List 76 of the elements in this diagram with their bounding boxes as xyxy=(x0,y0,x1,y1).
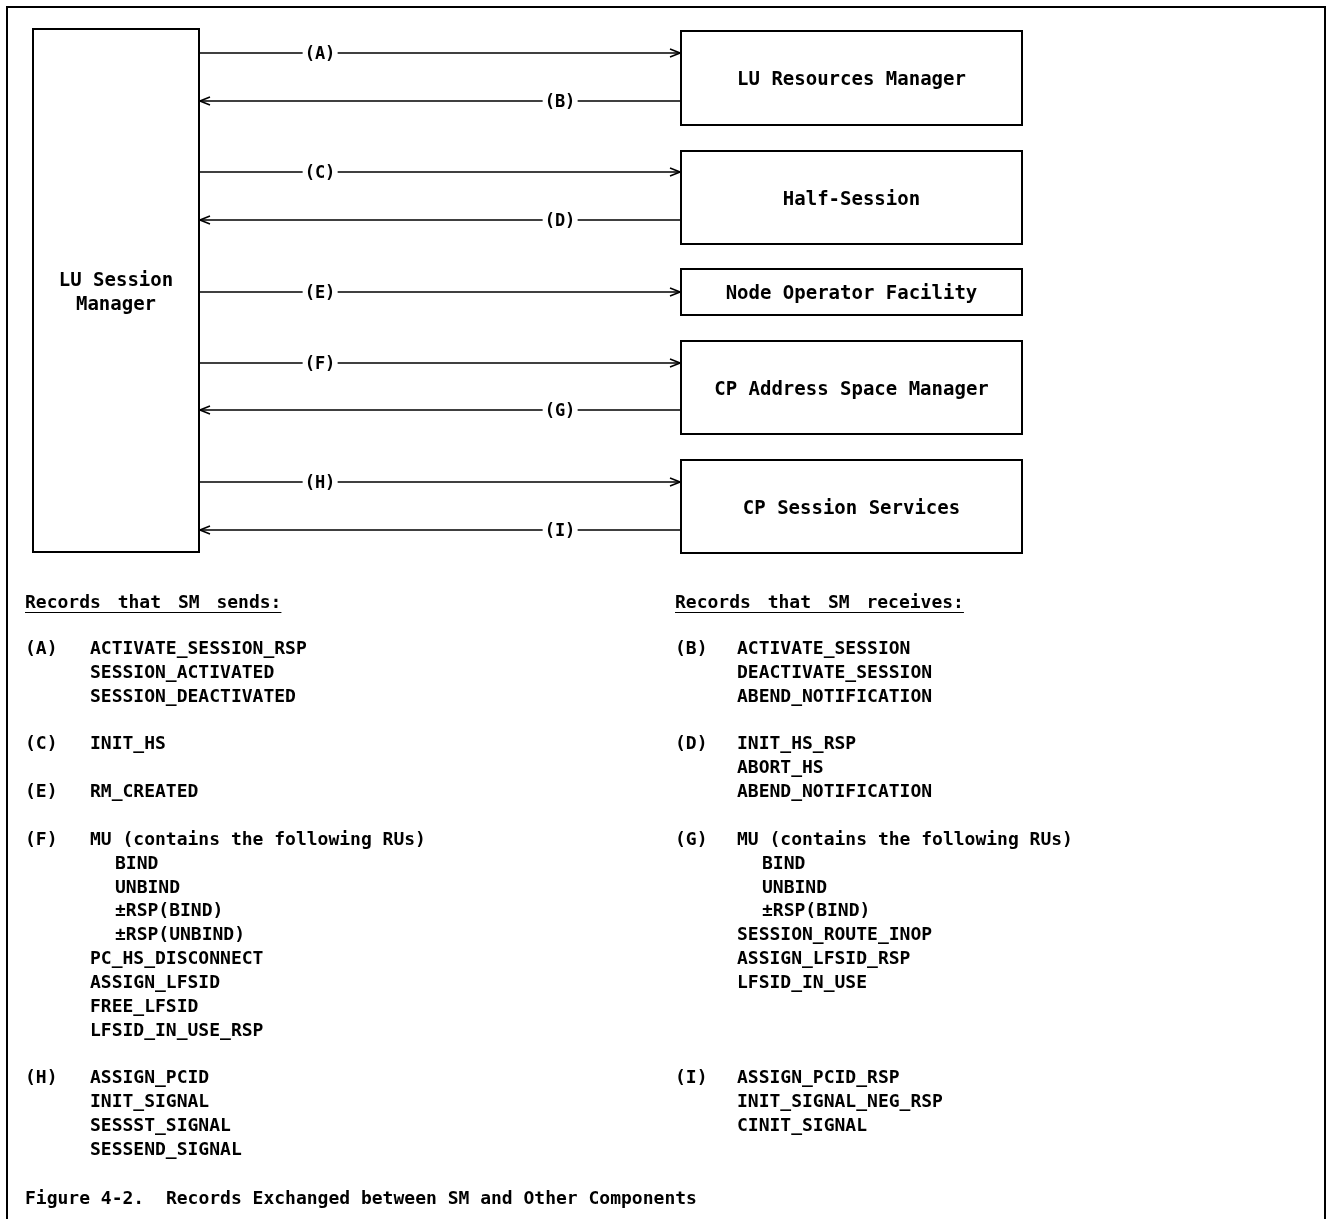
record-name: SESSION_DEACTIVATED xyxy=(90,683,296,708)
arrow xyxy=(199,48,681,58)
record-tag: (I) xyxy=(675,1065,708,1090)
record-name: MU (contains the following RUs) xyxy=(737,826,1073,851)
edge-label: (C) xyxy=(302,163,338,181)
edge-label: (A) xyxy=(302,44,338,62)
component-name: Node Operator Facility xyxy=(725,280,978,304)
record-name: ABEND_NOTIFICATION xyxy=(737,779,933,804)
record-name: ±RSP(BIND) xyxy=(115,898,224,923)
record-name: ABEND_NOTIFICATION xyxy=(737,683,933,708)
arrow xyxy=(199,358,681,368)
arrow xyxy=(199,405,681,415)
edge-label: (B) xyxy=(542,92,578,110)
record-name: INIT_HS_RSP xyxy=(737,731,857,756)
record-name: DEACTIVATE_SESSION xyxy=(737,659,933,684)
arrow xyxy=(199,215,681,225)
record-name: BIND xyxy=(115,850,159,875)
edge-label: (E) xyxy=(302,283,338,301)
record-name: ACTIVATE_SESSION_RSP xyxy=(90,636,307,660)
edge-label: (I) xyxy=(542,521,578,539)
component-name: CP Session Services xyxy=(742,494,961,519)
column-heading: Records that SM receives: xyxy=(675,590,964,614)
edge-label: (D) xyxy=(542,211,578,229)
record-name: PC_HS_DISCONNECT xyxy=(90,946,264,971)
arrow xyxy=(199,477,681,487)
record-tag: (G) xyxy=(675,826,708,851)
record-name: LFSID_IN_USE_RSP xyxy=(90,1017,264,1042)
record-name: CINIT_SIGNAL xyxy=(737,1113,868,1137)
component-box xyxy=(680,30,1023,126)
component-name: Half-Session xyxy=(782,185,921,210)
arrow xyxy=(199,287,681,297)
record-name: ACTIVATE_SESSION xyxy=(737,636,911,660)
record-name: BIND xyxy=(762,850,806,875)
record-name: ABORT_HS xyxy=(737,755,824,780)
component-name: CP Address Space Manager xyxy=(714,375,989,400)
record-name: INIT_SIGNAL_NEG_RSP xyxy=(737,1089,943,1114)
record-tag: (C) xyxy=(25,731,58,756)
component-box xyxy=(680,150,1023,245)
record-name: ASSIGN_LFSID_RSP xyxy=(737,946,911,971)
record-tag: (H) xyxy=(25,1065,58,1090)
arrow xyxy=(199,96,681,106)
edge-label: (H) xyxy=(302,473,338,491)
edge-label: (F) xyxy=(302,354,338,372)
record-name: SESSST_SIGNAL xyxy=(90,1113,231,1137)
column-heading: Records that SM sends: xyxy=(25,590,282,614)
component-box xyxy=(680,340,1023,435)
record-name: INIT_HS xyxy=(90,731,166,756)
edge-label: (G) xyxy=(542,401,578,419)
arrow xyxy=(199,525,681,535)
record-name: SESSEND_SIGNAL xyxy=(90,1136,242,1161)
record-tag: (F) xyxy=(25,826,58,851)
record-tag: (B) xyxy=(675,636,708,660)
record-name: ±RSP(UNBIND) xyxy=(115,922,246,947)
record-name: UNBIND xyxy=(762,874,828,899)
component-name: LU Resources Manager xyxy=(737,66,966,90)
record-name: ASSIGN_PCID xyxy=(90,1065,210,1090)
record-name: LFSID_IN_USE xyxy=(737,969,868,994)
component-name: LU Session Manager xyxy=(57,266,175,315)
record-tag: (D) xyxy=(675,731,708,756)
record-name: SESSION_ROUTE_INOP xyxy=(737,922,933,947)
component-box xyxy=(32,28,200,553)
component-box xyxy=(680,268,1023,316)
record-name: ±RSP(BIND) xyxy=(762,898,871,923)
record-name: ASSIGN_PCID_RSP xyxy=(737,1065,900,1090)
arrow xyxy=(199,167,681,177)
record-name: MU (contains the following RUs) xyxy=(90,826,426,851)
record-name: FREE_LFSID xyxy=(90,993,199,1018)
record-name: UNBIND xyxy=(115,874,181,899)
record-name: RM_CREATED xyxy=(90,779,199,804)
figure-caption: Figure 4-2. Records Exchanged between SM and Other Components xyxy=(25,1186,697,1210)
component-box xyxy=(680,459,1023,554)
record-name: INIT_SIGNAL xyxy=(90,1089,210,1114)
record-tag: (E) xyxy=(25,779,58,804)
record-name: ASSIGN_LFSID xyxy=(90,969,221,994)
record-name: SESSION_ACTIVATED xyxy=(90,659,275,684)
record-tag: (A) xyxy=(25,636,58,660)
